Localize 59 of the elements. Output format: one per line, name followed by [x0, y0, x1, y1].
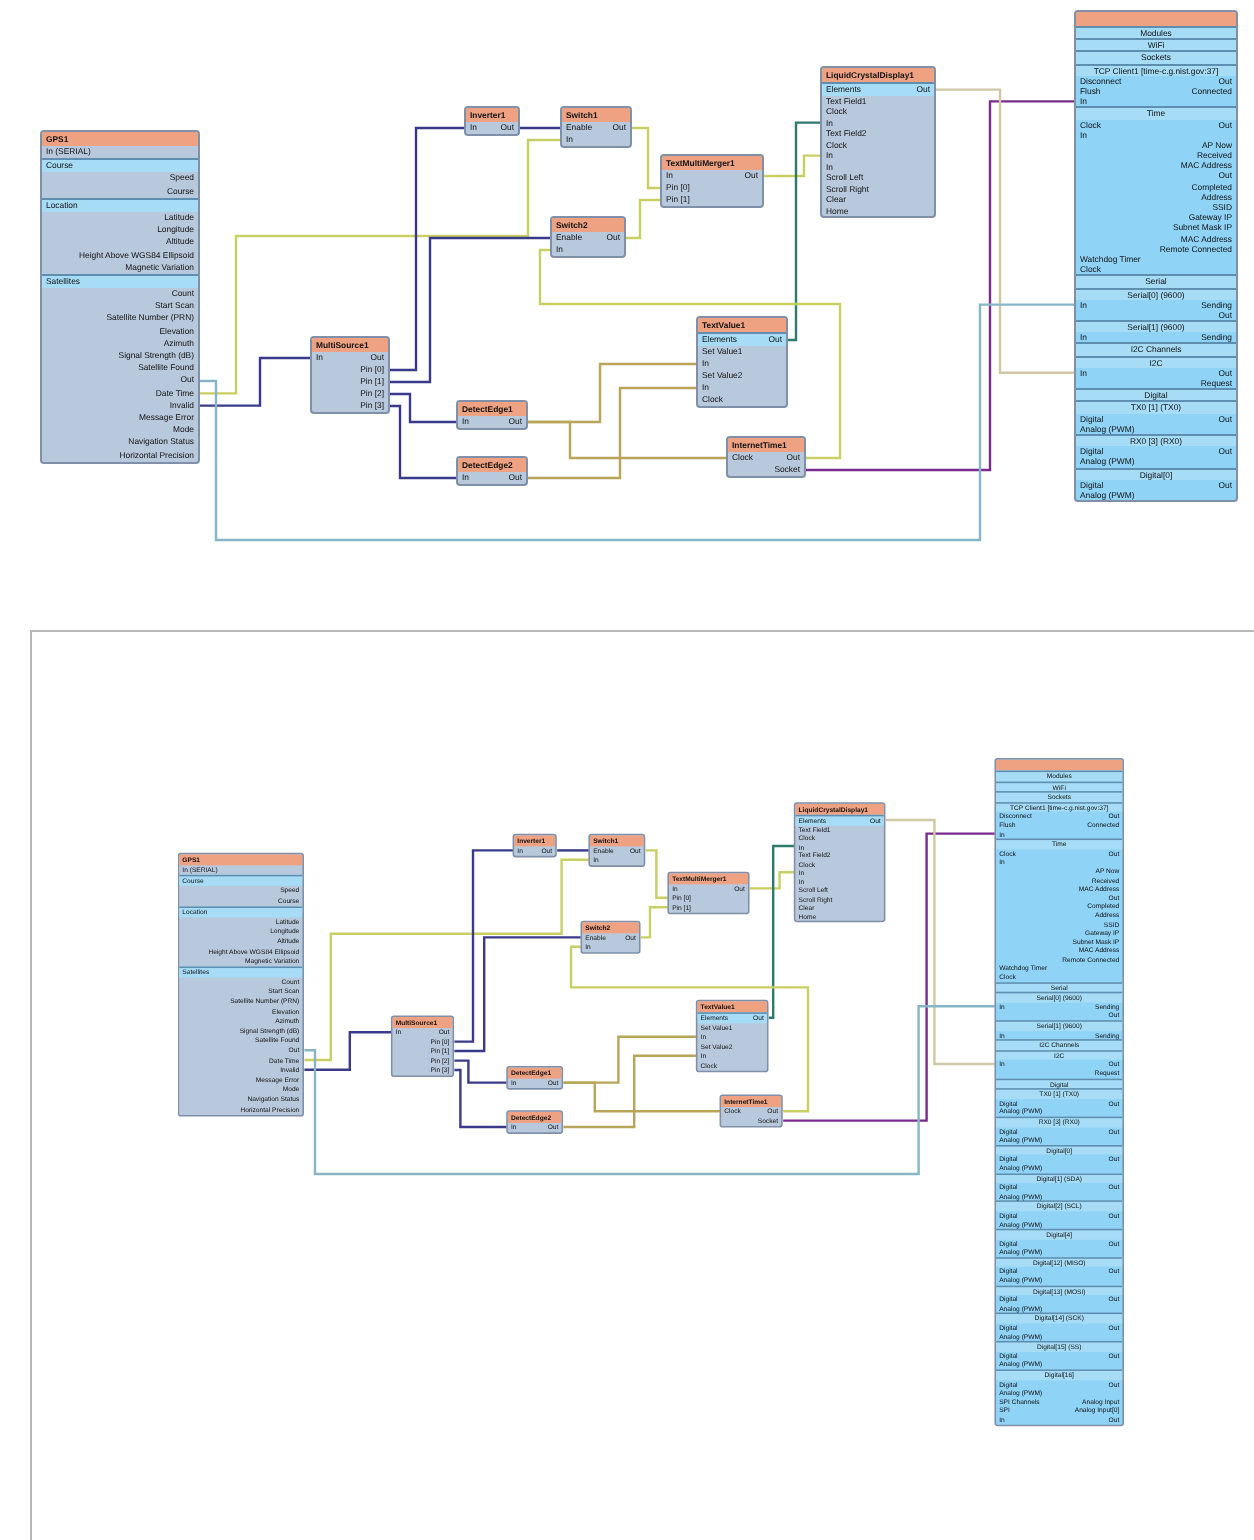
- component-block: [794, 801, 886, 922]
- connection-wire: [626, 198, 660, 240]
- connection-wire: [538, 248, 842, 460]
- component-block: [506, 1109, 564, 1134]
- connection-wire: [768, 844, 795, 1019]
- connection-wire: [557, 849, 589, 852]
- connection-wire: [783, 832, 995, 1122]
- component-block: [560, 106, 632, 148]
- component-block: [719, 1093, 784, 1127]
- component-block: [456, 456, 528, 486]
- connection-wire: [390, 392, 456, 424]
- component-block: [580, 919, 641, 954]
- component-block: [667, 870, 750, 914]
- connection-wire: [390, 404, 456, 480]
- component-block: [512, 833, 558, 857]
- connection-wire: [304, 1031, 392, 1071]
- component-block: [660, 154, 764, 208]
- connection-wire: [885, 818, 995, 1066]
- connection-wire: [528, 420, 726, 460]
- connection-wire: [454, 1068, 507, 1129]
- connection-wire: [304, 858, 589, 1062]
- connection-wire: [764, 154, 820, 178]
- connection-wire: [645, 849, 668, 899]
- connection-wire: [200, 138, 560, 395]
- component-block: [696, 316, 788, 408]
- connection-wire: [641, 906, 668, 939]
- component-block: [40, 130, 200, 464]
- connection-wire: [454, 1059, 507, 1084]
- component-block: [820, 66, 936, 218]
- connection-wire: [569, 945, 810, 1113]
- board-block: [994, 757, 1125, 1425]
- component-block: [391, 1014, 455, 1077]
- connection-wire: [454, 849, 513, 1043]
- component-block: [310, 336, 390, 414]
- board-block: [1074, 10, 1238, 503]
- connection-wire: [528, 386, 696, 480]
- connection-wire: [390, 126, 464, 372]
- connection-wire: [806, 100, 1074, 472]
- connection-wire: [788, 121, 820, 342]
- component-block: [178, 852, 305, 1116]
- connection-wire: [632, 126, 660, 190]
- connection-wire: [520, 126, 560, 130]
- connection-wire: [304, 1005, 995, 1176]
- component-block: [464, 106, 520, 136]
- connection-wire: [200, 303, 1074, 542]
- panel-frame: [30, 630, 1254, 1540]
- connection-wire: [390, 236, 550, 384]
- connection-wire: [454, 936, 581, 1053]
- component-block: [456, 400, 528, 430]
- connection-wire: [563, 1081, 720, 1113]
- component-block: [726, 436, 806, 478]
- component-block: [588, 833, 646, 867]
- connection-wire: [563, 1054, 697, 1129]
- connection-wire: [200, 356, 310, 407]
- component-block: [550, 216, 626, 258]
- connection-wire: [936, 88, 1074, 374]
- connection-wire: [750, 871, 795, 890]
- component-block: [696, 998, 769, 1072]
- component-block: [506, 1065, 564, 1089]
